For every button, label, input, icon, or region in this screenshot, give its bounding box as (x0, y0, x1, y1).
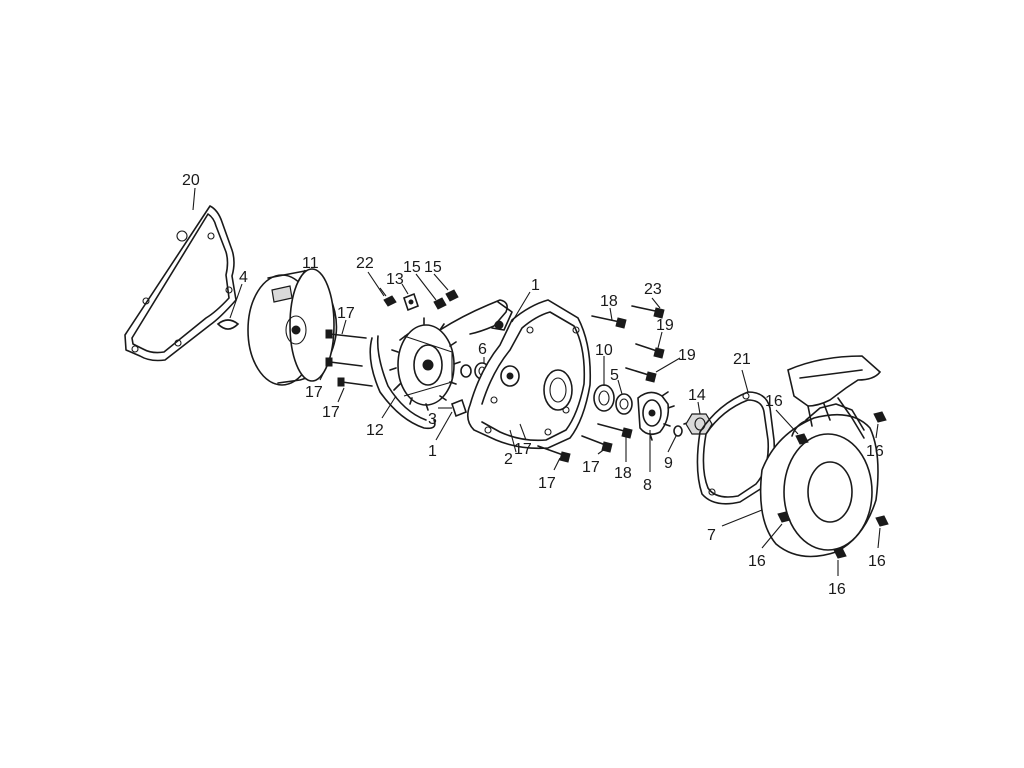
starter-handle (787, 355, 882, 439)
callout-20: 20 (182, 172, 200, 189)
bolt-part-18a (591, 315, 627, 329)
bolt-part-17a (325, 329, 367, 339)
callout-18b: 18 (614, 465, 632, 482)
bolt-part-16a (795, 433, 809, 445)
bolt-part-15a (433, 297, 447, 310)
callout-19b: 19 (678, 347, 696, 364)
callout-17d: 17 (514, 441, 532, 458)
callout-22: 22 (356, 255, 374, 272)
bolt-part-17d (581, 435, 613, 453)
callout-6: 6 (478, 341, 487, 358)
callout-4: 4 (239, 269, 248, 286)
callout-16d: 16 (868, 553, 886, 570)
callout-labels: 20 4 11 22 13 15 15 17 17 17 12 3 1 1 6 … (182, 172, 886, 598)
callout-21: 21 (733, 351, 751, 368)
stator-part-12 (369, 317, 461, 430)
callout-11: 11 (302, 255, 319, 272)
bolt-part-15b (445, 289, 459, 302)
generator-cover-part-2 (466, 299, 592, 450)
bolt-part-22 (379, 287, 397, 307)
pulley-part-8 (637, 391, 675, 441)
callout-16e: 16 (828, 581, 846, 598)
bolt-part-16c (777, 511, 791, 523)
bolt-part-16e (833, 547, 847, 559)
callout-14: 14 (688, 387, 706, 404)
bolt-part-18b (597, 423, 633, 439)
callout-12: 12 (366, 422, 384, 439)
bolt-part-23 (631, 305, 665, 319)
bolt-part-16d (875, 515, 889, 527)
bolt-part-19b (625, 367, 657, 383)
callout-17a: 17 (337, 305, 355, 322)
callout-17b: 17 (305, 384, 323, 401)
key-part-4 (216, 319, 240, 330)
seal-part-10 (593, 384, 615, 412)
callout-16a: 16 (765, 393, 783, 410)
callout-16b: 16 (866, 443, 884, 460)
callout-3: 3 (428, 411, 437, 428)
callout-17c: 17 (322, 404, 340, 421)
recoil-starter-part-7 (759, 403, 879, 558)
washer-part-9 (673, 425, 683, 437)
cover-gasket-part-20 (124, 205, 237, 362)
harness-bracket (439, 299, 513, 335)
flywheel-part-11 (247, 268, 338, 386)
callout-2: 2 (504, 451, 513, 468)
callout-18a: 18 (600, 293, 618, 310)
bolt-part-19a (635, 343, 665, 359)
callout-17e: 17 (582, 459, 600, 476)
callout-23: 23 (644, 281, 662, 298)
bolt-part-17c (337, 377, 373, 387)
bolt-part-16b (873, 411, 887, 423)
callout-1b: 1 (428, 443, 437, 460)
callout-19a: 19 (656, 317, 674, 334)
callout-15a: 15 (403, 259, 421, 276)
bolt-part-17b (325, 357, 363, 367)
callout-7: 7 (707, 527, 716, 544)
callout-1a: 1 (531, 277, 540, 294)
dowel-part-3 (451, 398, 467, 418)
callout-15b: 15 (424, 259, 442, 276)
bolt-part-17e (537, 445, 571, 463)
callout-16c: 16 (748, 553, 766, 570)
callout-5: 5 (610, 367, 619, 384)
washer-part-5 (615, 393, 633, 415)
callout-9: 9 (664, 455, 673, 472)
leader-lines (192, 187, 881, 576)
bushing-part-1 (460, 364, 472, 378)
callout-8: 8 (643, 477, 652, 494)
callout-13: 13 (386, 271, 404, 288)
callout-10: 10 (595, 342, 613, 359)
callout-17f: 17 (538, 475, 556, 492)
clamp-part-13 (403, 292, 419, 312)
